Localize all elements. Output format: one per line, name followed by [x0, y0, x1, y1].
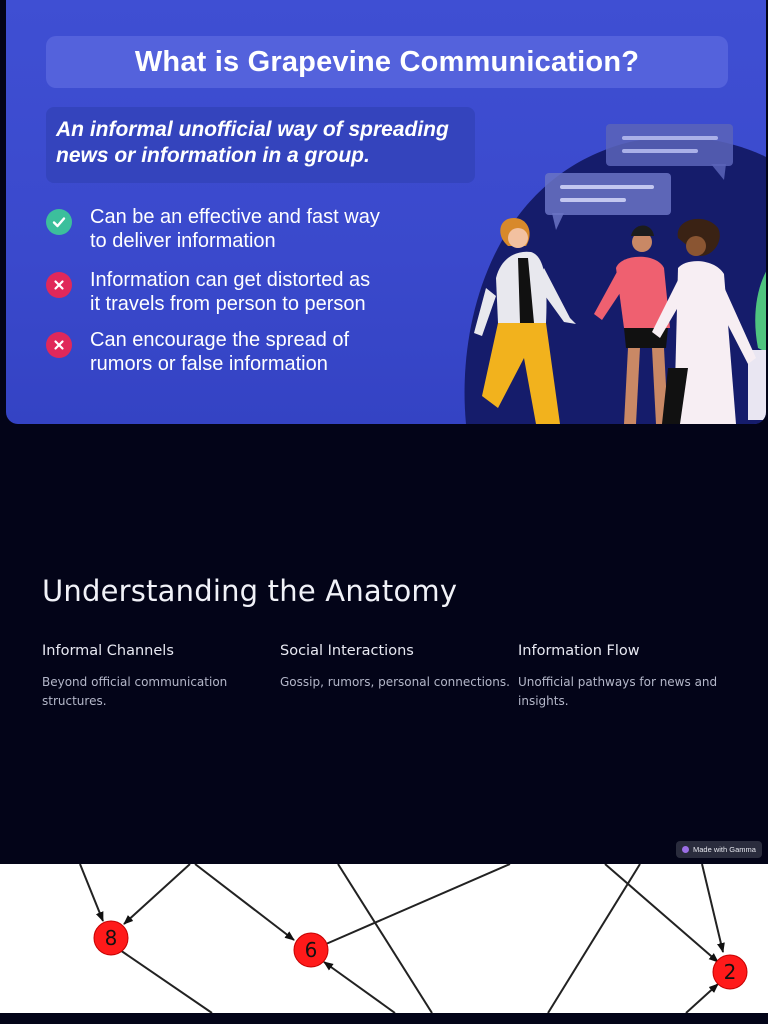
point-disadvantage-rumors: Can encourage the spread of rumors or fa…: [46, 328, 410, 376]
svg-text:6: 6: [305, 938, 318, 962]
cross-icon: [46, 332, 72, 358]
graph-edges: [79, 864, 725, 1013]
column-information-flow: Information Flow Unofficial pathways for…: [518, 643, 748, 711]
svg-text:8: 8: [105, 926, 118, 950]
definition-line-1: An informal unofficial way of spreading: [56, 118, 449, 141]
column-description: Beyond official communication structures…: [42, 675, 228, 708]
speech-bubble-icon: [606, 124, 733, 180]
cross-icon: [46, 272, 72, 298]
column-informal-channels: Informal Channels Beyond official commun…: [42, 643, 272, 711]
svg-text:2: 2: [724, 960, 737, 984]
point-advantage: Can be an effective and fast way to deli…: [46, 205, 410, 253]
column-heading: Social Interactions: [280, 643, 414, 659]
point-text: Can be an effective and fast way to deli…: [90, 206, 380, 252]
column-social-interactions: Social Interactions Gossip, rumors, pers…: [280, 643, 510, 692]
anatomy-title: Understanding the Anatomy: [42, 574, 458, 608]
graph-node-8: 8: [93, 920, 129, 956]
graph-canvas: 8 6 2: [79, 864, 748, 1013]
gamma-logo-icon: [682, 846, 689, 853]
point-disadvantage-distortion: Information can get distorted as it trav…: [46, 268, 410, 316]
people-talking-illustration: [464, 124, 766, 424]
point-text: Can encourage the spread of rumors or fa…: [90, 329, 350, 375]
grapevine-slide: What is Grapevine Communication? An info…: [6, 0, 766, 424]
graph-node-2: 2: [712, 954, 748, 990]
definition-line-2: news or information in a group.: [56, 144, 370, 167]
made-with-gamma-badge[interactable]: Made with Gamma: [676, 841, 762, 858]
column-description: Gossip, rumors, personal connections.: [280, 675, 510, 689]
badge-label: Made with Gamma: [693, 845, 756, 854]
speech-bubble-icon: [545, 173, 671, 230]
point-text: Information can get distorted as it trav…: [90, 269, 371, 315]
network-graph: 8 6 2: [0, 864, 768, 1013]
slide-title: What is Grapevine Communication?: [46, 36, 728, 88]
column-heading: Information Flow: [518, 643, 640, 659]
definition-box: An informal unofficial way of spreading …: [46, 107, 475, 183]
check-icon: [46, 209, 72, 235]
column-heading: Informal Channels: [42, 643, 174, 659]
graph-node-6: 6: [293, 932, 329, 968]
column-description: Unofficial pathways for news and insight…: [518, 675, 718, 708]
